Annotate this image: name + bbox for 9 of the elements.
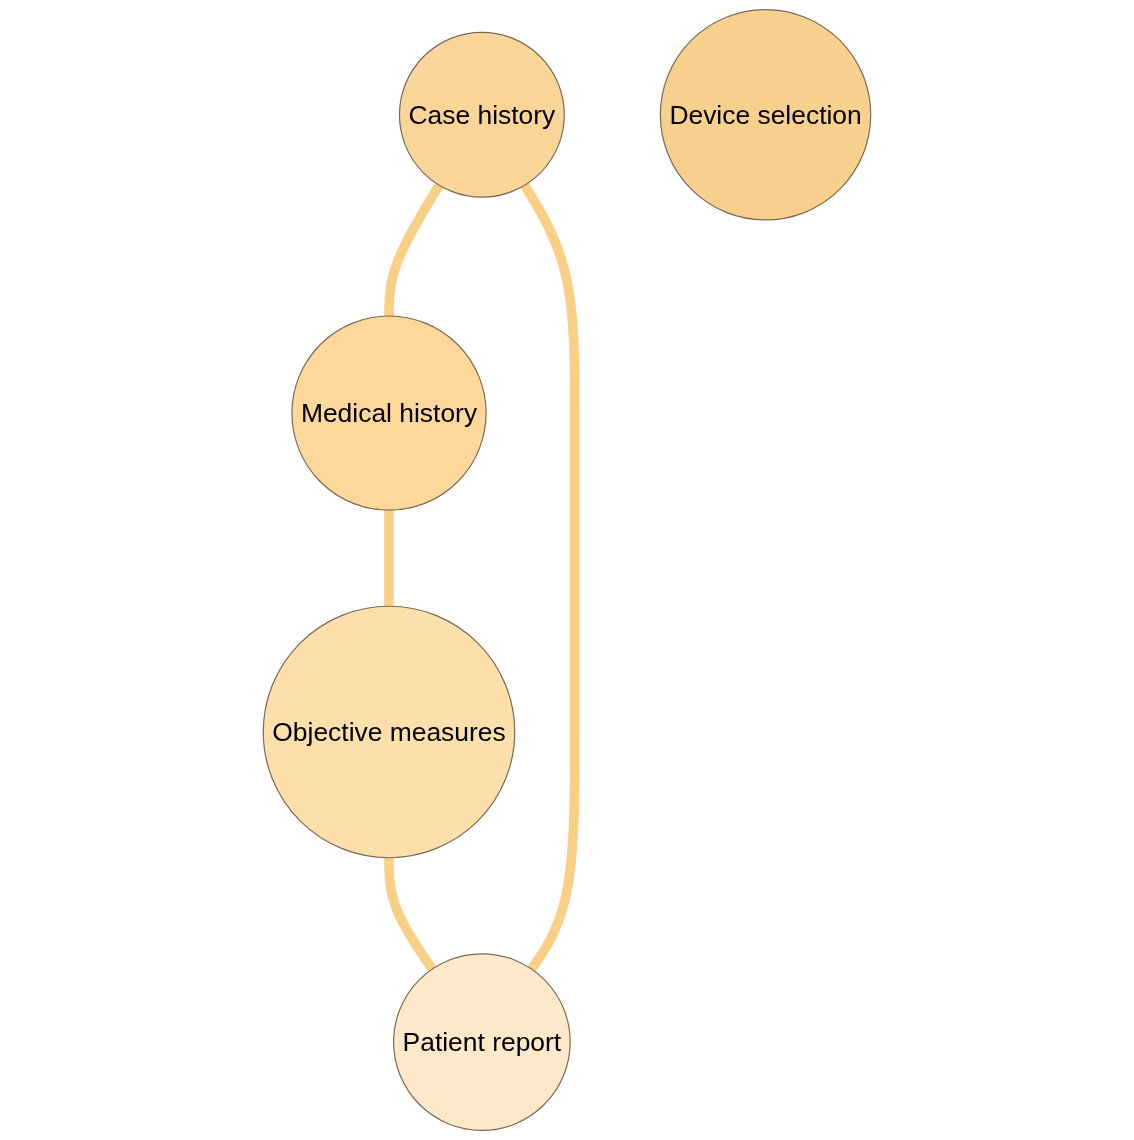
node-circle: Device selection (659, 9, 872, 221)
connector (384, 510, 394, 607)
connector (384, 857, 437, 972)
node-circle: Objective measures (262, 605, 516, 859)
connector (520, 182, 580, 972)
node-circle: Case history (398, 31, 565, 198)
connector (384, 182, 444, 316)
node-circle: Patient report (393, 953, 571, 1131)
node-circle: Medical history (291, 315, 487, 511)
